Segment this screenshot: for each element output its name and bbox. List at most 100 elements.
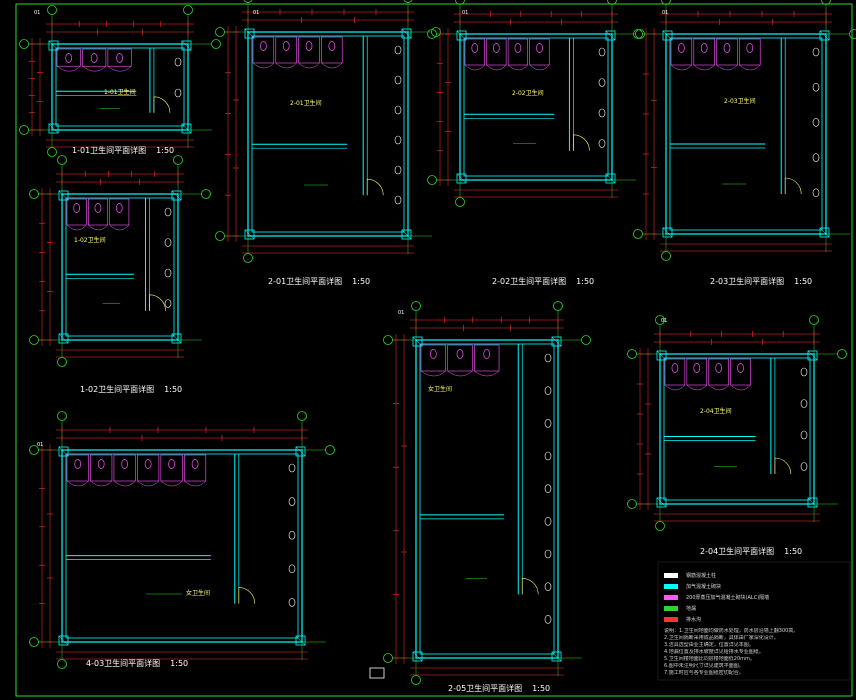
stall-door-swing	[298, 62, 320, 69]
column-hatch	[656, 497, 667, 508]
toilet-stall	[109, 198, 130, 226]
axis-bubble	[633, 29, 643, 39]
axis-bubble	[581, 335, 591, 345]
stall-door-swing	[66, 224, 87, 231]
plan-scale: 1:50	[532, 684, 551, 693]
column-hatch	[807, 497, 818, 508]
axis-bubble	[57, 155, 67, 165]
washbasin	[800, 462, 808, 471]
toilet-stall	[137, 454, 160, 482]
legend-swatch	[664, 606, 678, 611]
column-hatch	[551, 336, 562, 347]
small-frame	[369, 667, 385, 679]
plan-title-text: 2-03卫生间平面详图	[710, 277, 785, 286]
stall-door-swing	[88, 224, 108, 231]
axis-bubble	[57, 357, 67, 367]
door-swing	[784, 177, 802, 195]
structural-column	[58, 333, 69, 344]
axis-bubble	[29, 637, 39, 647]
structural-column	[48, 123, 59, 134]
toilet-stall	[664, 358, 686, 386]
legend-note: 说明：1.卫生间地面均做防水处理，防水层沿墙上翻300高。	[664, 628, 799, 634]
stall-door-swing	[420, 370, 446, 377]
column-hatch	[401, 229, 412, 240]
grid-bubble-label: 01	[661, 318, 668, 324]
axis-bubble	[427, 29, 437, 39]
room-label-p1: 1-01卫生间	[104, 89, 136, 96]
washbasin	[812, 153, 820, 162]
column-hatch	[244, 28, 255, 39]
plan-scale: 1:50	[164, 385, 183, 394]
plan-title-text: 2-01卫生间平面详图	[268, 277, 343, 286]
room-label-p5: 2-03卫生间	[724, 98, 756, 105]
plan-title-text: 2-02卫生间平面详图	[492, 277, 567, 286]
toilet-stall	[464, 38, 485, 66]
axis-bubble	[243, 253, 253, 263]
plan-scale: 1:50	[784, 547, 803, 556]
stall-door-swing	[252, 62, 274, 69]
column-hatch	[605, 173, 616, 184]
axis-bubble	[297, 411, 307, 421]
grid-bubble-label: 01	[662, 10, 669, 16]
toilet-bowl	[514, 43, 522, 53]
structural-column	[295, 446, 306, 457]
toilet-bowl	[456, 349, 464, 359]
washbasin	[598, 78, 606, 87]
toilet-stall	[252, 36, 275, 64]
toilet-stall	[507, 38, 528, 66]
washbasin	[288, 497, 296, 506]
structural-column	[807, 497, 818, 508]
washbasin	[164, 299, 172, 308]
column-hatch	[551, 651, 562, 662]
axis-bubble	[211, 39, 221, 49]
axis-bubble	[411, 301, 421, 311]
toilet-stall	[56, 48, 81, 67]
stall-door-swing	[56, 66, 81, 72]
toilet-bowl	[168, 459, 175, 469]
legend-note: 6.图中未注明尺寸详见建筑平面图。	[664, 663, 744, 669]
washbasin	[598, 108, 606, 118]
wall-inner	[419, 343, 555, 655]
structural-column	[412, 336, 423, 347]
axis-bubble	[661, 251, 671, 261]
legend-item: 钢筋混凝土柱	[664, 570, 850, 581]
toilet-stall	[82, 48, 107, 67]
washbasin	[394, 105, 402, 115]
column-hatch	[171, 190, 182, 201]
axis-bubble	[173, 155, 183, 165]
washbasin	[394, 165, 402, 175]
wall-outer	[665, 33, 827, 235]
wall-inner	[663, 357, 811, 501]
legend-swatch	[664, 595, 678, 600]
axis-bubble	[403, 0, 413, 3]
washbasin	[164, 238, 172, 247]
door-swing	[573, 134, 590, 151]
column-hatch	[456, 30, 467, 41]
toilet-bowl	[94, 203, 102, 213]
toilet-bowl	[746, 43, 754, 53]
axis-bubble	[57, 659, 67, 669]
toilet-stall	[686, 358, 708, 386]
sheet-border	[15, 3, 853, 697]
stall-door-swing	[686, 384, 707, 391]
column-hatch	[656, 350, 667, 361]
column-hatch	[58, 190, 69, 201]
washbasin	[544, 582, 552, 591]
room-label-p6: 女卫生间	[186, 590, 211, 597]
structural-column	[656, 350, 667, 361]
legend-item: 排水沟	[664, 614, 850, 625]
toilet-bowl	[260, 41, 267, 51]
column-hatch	[819, 30, 830, 41]
washbasin	[544, 549, 552, 559]
structural-column	[244, 229, 255, 240]
toilet-bowl	[97, 459, 105, 469]
column-hatch	[181, 123, 192, 134]
washbasin	[394, 45, 402, 55]
stall-door-swing	[708, 384, 729, 391]
structural-column	[48, 40, 59, 51]
column-hatch	[244, 229, 255, 240]
